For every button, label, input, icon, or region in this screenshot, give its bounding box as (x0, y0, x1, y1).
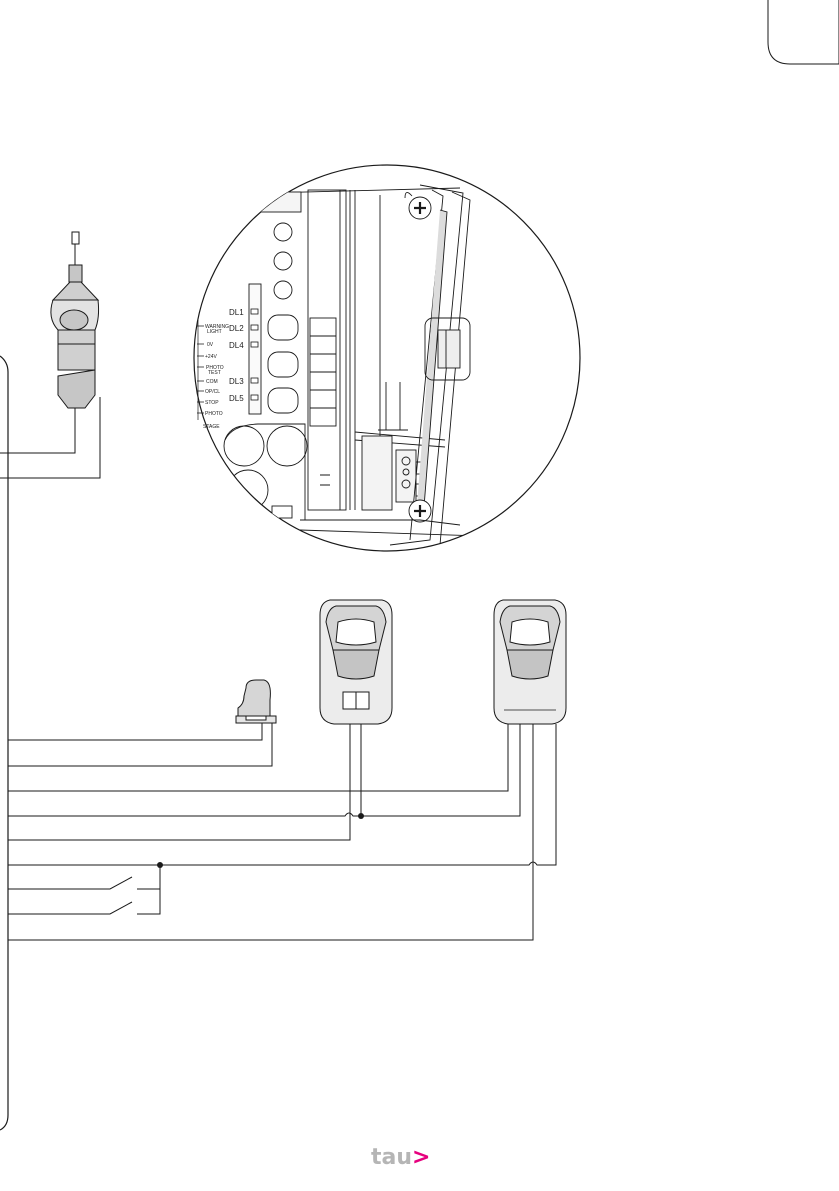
terminal-label: COM (206, 379, 218, 385)
led-label: DL4 (229, 341, 244, 350)
photocell-receiver (494, 600, 566, 724)
led-label: DL1 (229, 308, 244, 317)
terminal-label: LIGHT (207, 329, 222, 335)
wiring (8, 723, 556, 940)
crop-marks (768, 0, 839, 64)
terminal-label: 0V (207, 342, 214, 348)
led-label: DL3 (229, 377, 244, 386)
brand-name: tau (371, 1145, 412, 1170)
terminal-label: OP/CL (205, 389, 220, 395)
warning-lamp (51, 232, 99, 408)
terminal-label: +24V (205, 354, 217, 360)
terminal-label: PHOTO (205, 411, 223, 417)
terminal-label: TEST (208, 370, 221, 376)
brand-mark-icon: > (412, 1145, 430, 1170)
lamp-wires (0, 397, 100, 478)
terminal-label: STOP (205, 400, 219, 406)
photocell-transmitter (320, 600, 392, 724)
antenna-device (236, 680, 276, 723)
led-label: DL5 (229, 394, 244, 403)
tau-logo: tau > (371, 1144, 431, 1170)
terminal-label: STAGE (203, 424, 220, 430)
left-bus (0, 356, 8, 1130)
led-label: DL2 (229, 324, 244, 333)
board-detail-circle: DL1 DL2 DL4 DL3 DL5 WARNING LIGHT 0V +24… (190, 165, 600, 551)
